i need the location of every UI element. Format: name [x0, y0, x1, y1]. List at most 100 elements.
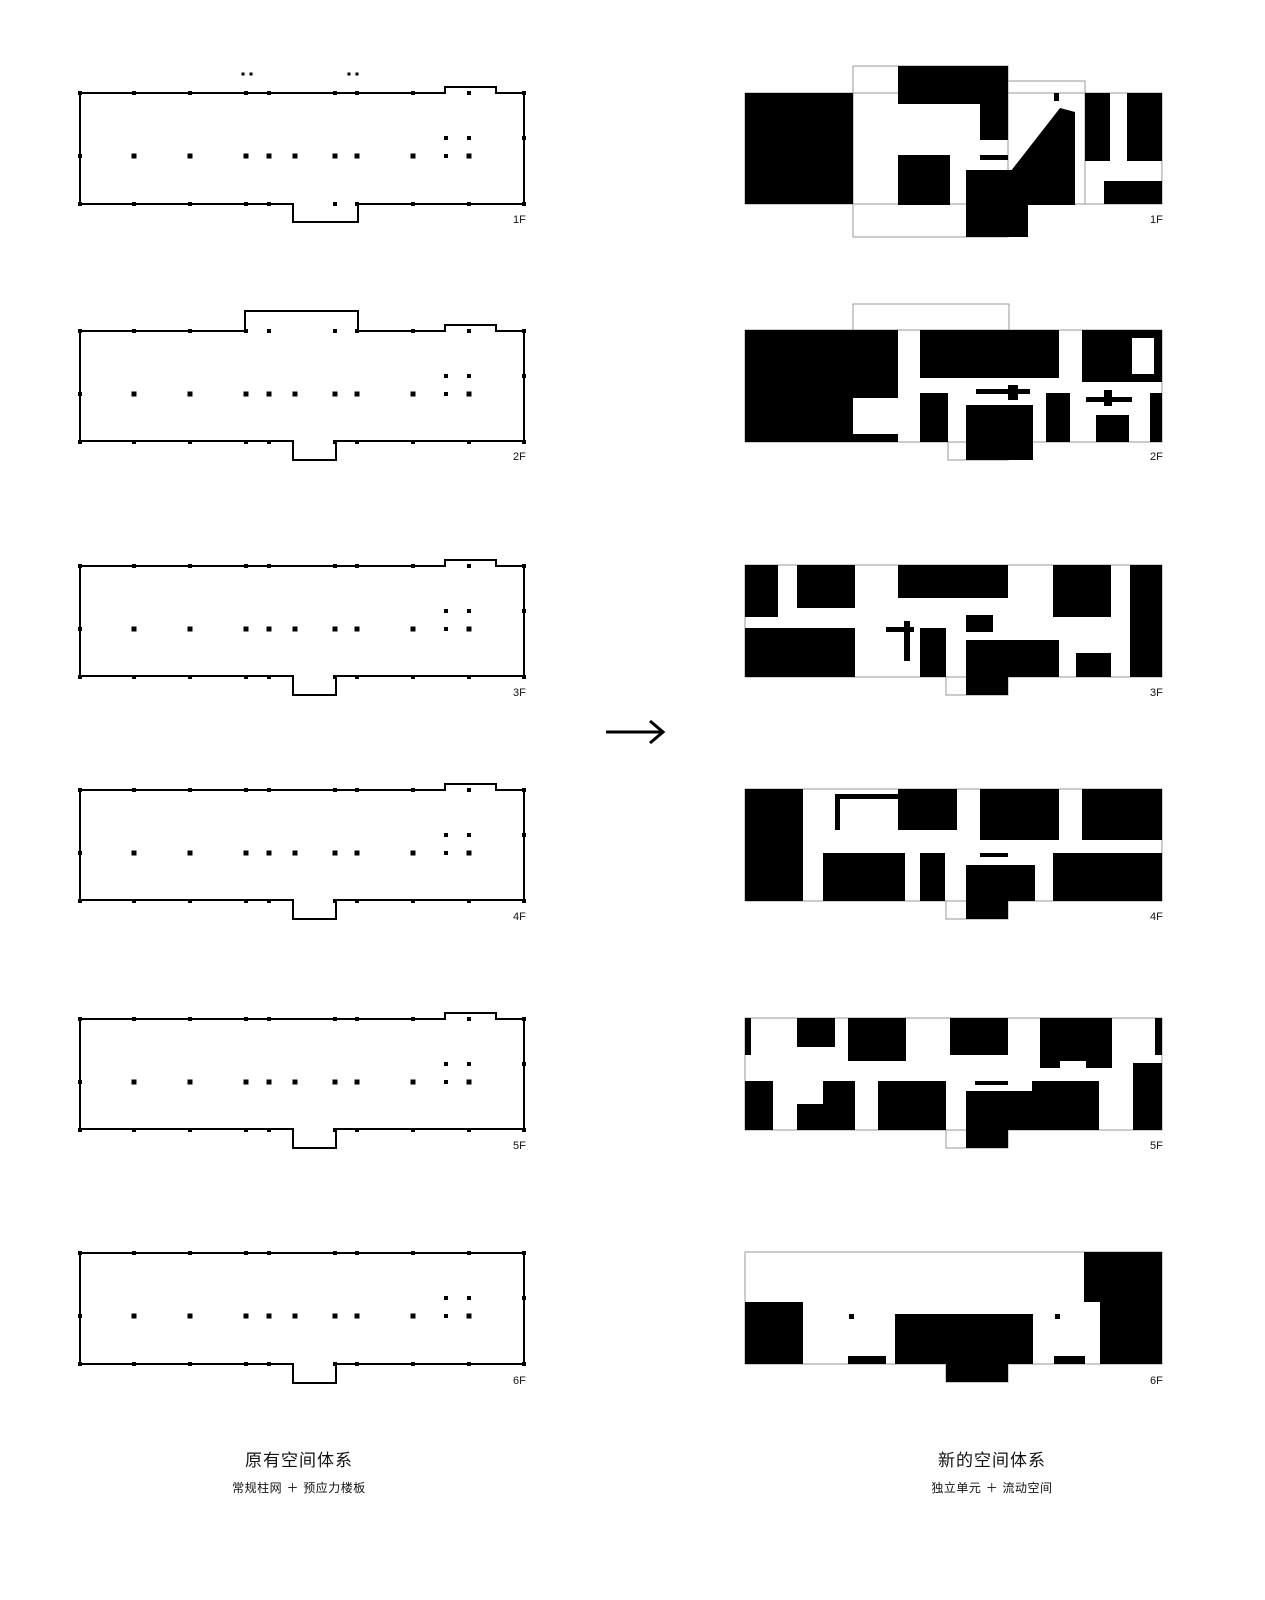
column-dot	[411, 1251, 415, 1255]
right-caption-title: 新的空间体系	[938, 1451, 1046, 1471]
column-dot	[355, 1017, 359, 1021]
column-dot	[292, 850, 298, 856]
floor-labels: 1F 2F 3F 4F 5F 6F 1F 2F 3F 4F 5F 6F	[513, 214, 1163, 1387]
column-dot	[244, 899, 248, 903]
column-dot	[244, 440, 248, 444]
column-dot	[188, 899, 192, 903]
column-dot	[355, 1251, 359, 1255]
column-dot	[466, 391, 472, 397]
column-dot	[444, 1080, 448, 1084]
right-floor-label-2f: 2F	[1150, 451, 1163, 463]
column-dot	[411, 91, 415, 95]
new-plan-2f	[744, 303, 1163, 461]
column-dot	[522, 329, 526, 333]
column-dot	[131, 1079, 137, 1085]
column-dot	[354, 850, 360, 856]
column-dot	[467, 675, 471, 679]
column-dot	[333, 899, 337, 903]
column-dot	[267, 329, 271, 333]
column-dot	[131, 153, 137, 159]
column-dot	[411, 329, 415, 333]
column-dot	[467, 564, 471, 568]
column-dot	[243, 153, 249, 159]
column-dot	[355, 788, 359, 792]
column-dot	[332, 626, 338, 632]
column-dot	[244, 1017, 248, 1021]
column-dot	[354, 1079, 360, 1085]
column-dot	[292, 1079, 298, 1085]
column-dot	[131, 850, 137, 856]
column-dot	[78, 440, 82, 444]
column-dot	[522, 675, 526, 679]
column-dot	[411, 1362, 415, 1366]
column-dot	[410, 626, 416, 632]
column-dot	[411, 788, 415, 792]
column-dot	[78, 1362, 82, 1366]
column-dot	[410, 850, 416, 856]
column-dot	[266, 626, 272, 632]
column-dot	[522, 91, 526, 95]
column-dot	[187, 1313, 193, 1319]
column-dot	[78, 202, 82, 206]
right-floor-label-3f: 3F	[1150, 687, 1163, 699]
column-dot	[466, 1079, 472, 1085]
original-plan-1f	[79, 86, 525, 223]
column-dot	[132, 1017, 136, 1021]
column-dot	[333, 564, 337, 568]
column-dot	[188, 1128, 192, 1132]
column-dot	[467, 1128, 471, 1132]
column-dot	[354, 1313, 360, 1319]
column-dot	[355, 440, 359, 444]
right-floor-label-1f: 1F	[1150, 214, 1163, 226]
column-dot	[244, 329, 248, 333]
column-dot	[467, 1362, 471, 1366]
left-caption-title: 原有空间体系	[245, 1451, 353, 1471]
column-dot	[188, 788, 192, 792]
left-caption: 原有空间体系 常规柱网 ＋ 预应力楼板	[119, 1446, 479, 1496]
column-dot	[444, 833, 448, 837]
column-dot	[333, 440, 337, 444]
column-dot	[332, 153, 338, 159]
column-dot	[267, 1017, 271, 1021]
right-floor-label-4f: 4F	[1150, 911, 1163, 923]
column-dot	[132, 899, 136, 903]
column-dot	[244, 1251, 248, 1255]
column-dot	[522, 609, 526, 613]
column-dot	[411, 1017, 415, 1021]
column-dot	[333, 1362, 337, 1366]
column-dot	[267, 1362, 271, 1366]
column-dot	[132, 675, 136, 679]
column-dot	[267, 1128, 271, 1132]
column-dot	[522, 1296, 526, 1300]
column-dot	[410, 1313, 416, 1319]
column-dot	[266, 391, 272, 397]
column-dot	[522, 899, 526, 903]
left-floor-label-4f: 4F	[513, 911, 526, 923]
column-dot	[333, 675, 337, 679]
column-dot	[267, 899, 271, 903]
column-dot	[355, 329, 359, 333]
column-dot	[411, 899, 415, 903]
column-dot	[444, 136, 448, 140]
column-dot	[78, 91, 82, 95]
column-dot	[267, 675, 271, 679]
column-dot	[467, 788, 471, 792]
right-floor-label-5f: 5F	[1150, 1140, 1163, 1152]
column-dot	[411, 440, 415, 444]
column-dot	[332, 850, 338, 856]
column-dot	[292, 153, 298, 159]
column-dot	[467, 374, 471, 378]
column-dot	[522, 136, 526, 140]
left-floor-label-6f: 6F	[513, 1375, 526, 1387]
column-dot	[332, 1313, 338, 1319]
column-dot	[267, 440, 271, 444]
original-plan-4f	[79, 783, 525, 920]
column-dot	[244, 564, 248, 568]
column-dot	[522, 1128, 526, 1132]
column-dot	[188, 329, 192, 333]
column-dot	[522, 833, 526, 837]
column-dot	[249, 72, 253, 76]
column-dot	[132, 1251, 136, 1255]
column-dot	[243, 626, 249, 632]
original-plan-3f	[79, 559, 525, 696]
